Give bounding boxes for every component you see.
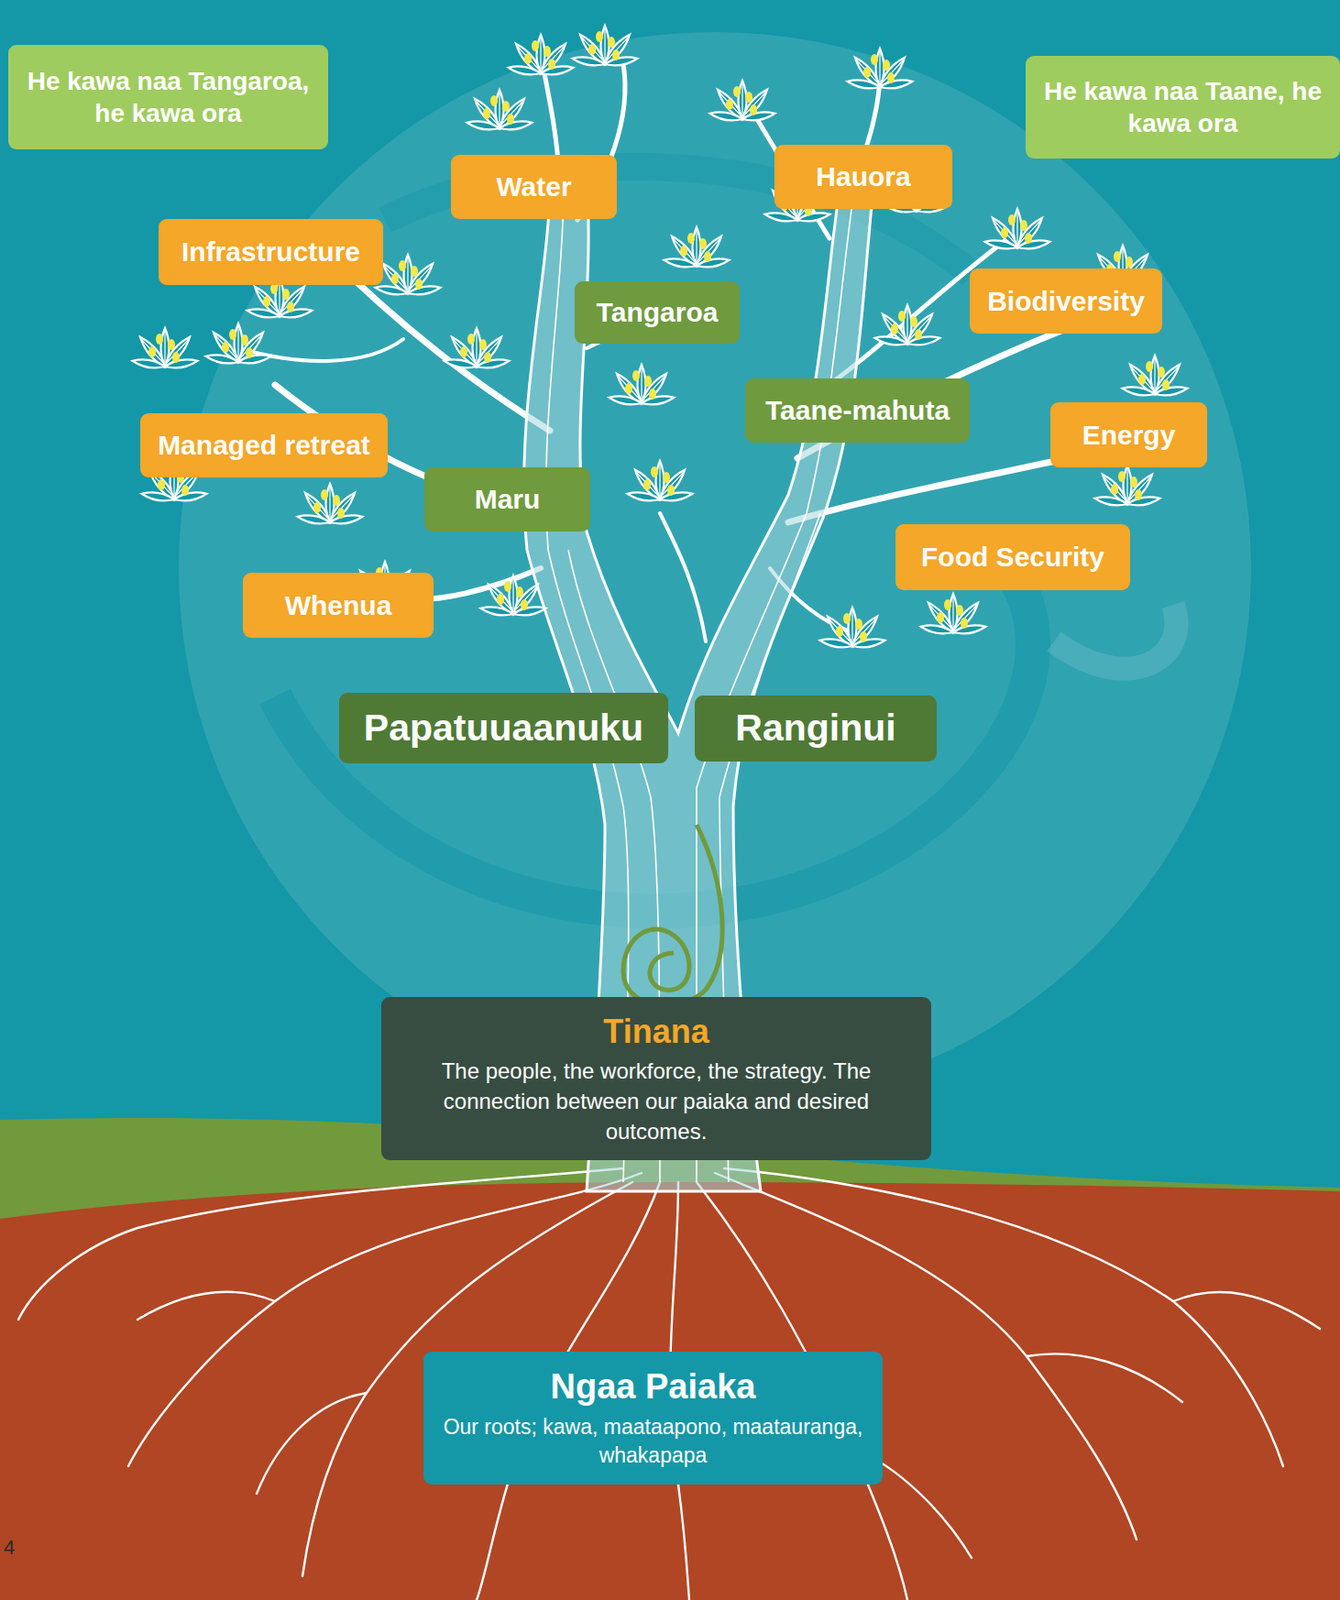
outcome-box: Managed retreat <box>140 413 388 478</box>
node-title: Whenua <box>285 588 393 624</box>
node-title: Ngaa Paiaka <box>550 1365 757 1410</box>
atua-box: Taane-mahuta <box>745 378 970 443</box>
node-body: Our roots; kawa, maataapono, maatauranga… <box>438 1413 868 1472</box>
node-title: Papatuuaanuku <box>363 704 644 752</box>
atua-box: Papatuuaanuku <box>339 692 669 764</box>
outcome-box: Water <box>450 154 617 220</box>
outcome-box: Food Security <box>895 524 1131 591</box>
node-title: Energy <box>1082 417 1176 453</box>
outcome-box: Energy <box>1050 402 1208 468</box>
node-title: Ranginui <box>735 704 896 752</box>
node-title: Tinana <box>603 1010 709 1053</box>
node-title: Managed retreat <box>157 428 371 463</box>
outcome-box: Hauora <box>774 144 953 209</box>
roots-box: Ngaa PaiakaOur roots; kawa, maataapono, … <box>423 1351 883 1485</box>
atua-box: Maru <box>424 467 591 532</box>
motto-box: He kawa naa Taane, he kawa ora <box>1025 55 1340 159</box>
node-title: Food Security <box>921 539 1105 575</box>
node-title: Hauora <box>815 159 911 195</box>
outcome-box: Infrastructure <box>158 219 384 286</box>
node-title: Water <box>495 169 572 205</box>
node-title: Infrastructure <box>181 234 361 270</box>
page-number: 4 <box>3 1536 15 1560</box>
node-title: Taane-mahuta <box>765 393 950 429</box>
node-title: He kawa naa Taane, he kawa ora <box>1040 75 1326 140</box>
atua-box: Ranginui <box>694 695 937 762</box>
node-title: Maru <box>474 482 541 517</box>
node-title: Biodiversity <box>987 284 1145 319</box>
node-title: He kawa naa Tangaroa, he kawa ora <box>22 65 314 130</box>
outcome-box: Biodiversity <box>969 268 1163 334</box>
node-title: Tangaroa <box>596 295 719 330</box>
atua-box: Tangaroa <box>574 281 740 344</box>
outcome-box: Whenua <box>242 572 434 638</box>
node-body: The people, the workforce, the strategy.… <box>395 1055 917 1147</box>
motto-box: He kawa naa Tangaroa, he kawa ora <box>8 44 329 150</box>
trunk-box: TinanaThe people, the workforce, the str… <box>381 997 932 1161</box>
